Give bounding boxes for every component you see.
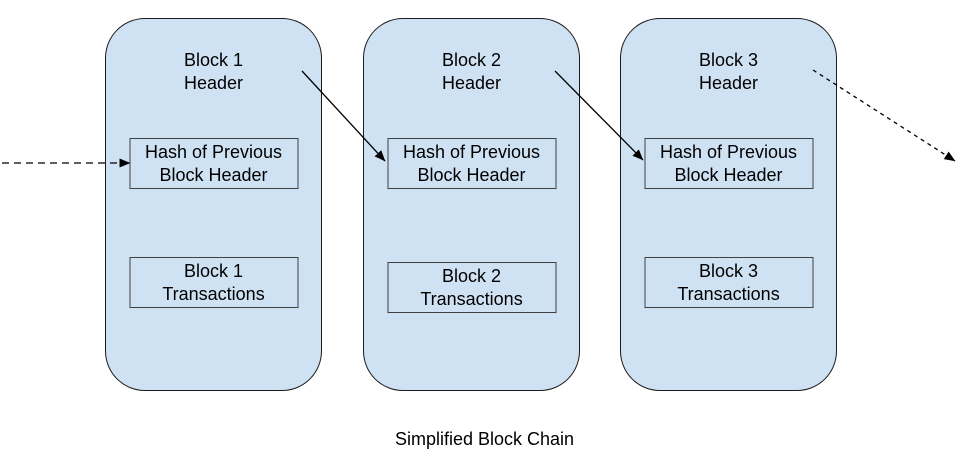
block-2: Block 2 Header Hash of Previous Block He…	[363, 18, 580, 391]
block-3-transactions-box: Block 3 Transactions	[644, 257, 813, 308]
block-3-hash-label: Hash of Previous Block Header	[659, 141, 798, 185]
block-3-hash-box: Hash of Previous Block Header	[644, 138, 813, 189]
block-1-header-label: Block 1 Header	[183, 50, 244, 93]
block-2-transactions-label: Block 2 Transactions	[420, 265, 523, 309]
block-1-hash-label: Hash of Previous Block Header	[144, 141, 283, 185]
block-2-header-label: Block 2 Header	[441, 50, 502, 93]
block-1-transactions-box: Block 1 Transactions	[129, 257, 298, 308]
diagram-caption: Simplified Block Chain	[394, 429, 575, 449]
block-2-transactions-box: Block 2 Transactions	[387, 262, 556, 313]
block-3-header-label: Block 3 Header	[698, 50, 759, 93]
block-3-transactions-label: Block 3 Transactions	[677, 260, 780, 304]
block-1-transactions-label: Block 1 Transactions	[162, 260, 265, 304]
block-2-hash-label: Hash of Previous Block Header	[402, 141, 541, 185]
block-1-hash-box: Hash of Previous Block Header	[129, 138, 298, 189]
block-3: Block 3 Header Hash of Previous Block He…	[620, 18, 837, 391]
block-2-hash-box: Hash of Previous Block Header	[387, 138, 556, 189]
block-1: Block 1 Header Hash of Previous Block He…	[105, 18, 322, 391]
